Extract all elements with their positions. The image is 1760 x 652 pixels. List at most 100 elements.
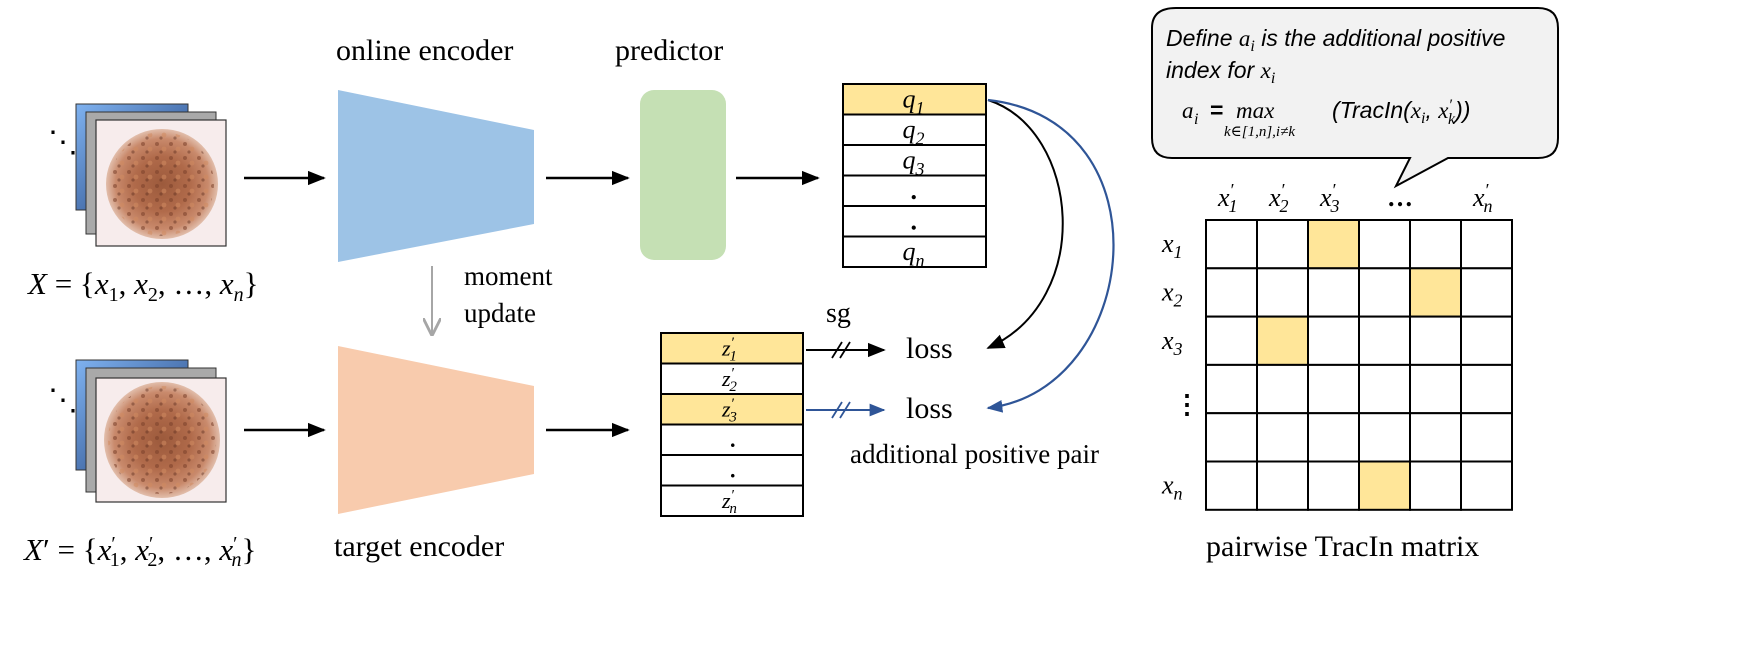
callout-formula-body: (TracIn(xi, x′k)) xyxy=(1332,97,1470,128)
stack-ellipsis-bottom: ⋱ xyxy=(48,384,78,417)
callout-formula: a i = max k∈[1,n],i≠k (TracIn(xi, x′k)) xyxy=(1182,97,1470,140)
matrix-cell xyxy=(1205,460,1258,511)
matrix-cell xyxy=(1256,315,1309,366)
z-vector-column: z′1z′2z′3.. z′n xyxy=(660,332,804,517)
matrix-cell xyxy=(1205,219,1258,270)
matrix-cell xyxy=(1307,412,1360,463)
matrix-row-header: xn xyxy=(1161,471,1183,504)
online-encoder-shape xyxy=(338,90,534,262)
matrix-row-header: x3 xyxy=(1161,326,1183,359)
matrix-column-header: … xyxy=(1387,183,1413,212)
matrix-column-header: x′n xyxy=(1472,180,1492,216)
moment-update-label-1: moment xyxy=(464,261,553,291)
matrix-cell xyxy=(1460,219,1513,270)
matrix-cell xyxy=(1256,412,1309,463)
matrix-cell xyxy=(1409,267,1462,318)
target-encoder-shape xyxy=(338,346,534,514)
matrix-cell xyxy=(1307,267,1360,318)
q-cell-label: q3 xyxy=(903,146,925,180)
online-encoder-label: online encoder xyxy=(336,34,513,67)
q-cell-label: q1 xyxy=(903,85,925,119)
curve-arrow-q1-to-loss2 xyxy=(986,98,1115,413)
q-row: . xyxy=(842,205,987,238)
q-cell-label: . xyxy=(911,207,918,236)
q-row: q3 xyxy=(842,144,987,180)
z-cell-label: z′3 xyxy=(721,396,737,426)
matrix-title: pairwise TracIn matrix xyxy=(1206,530,1479,563)
matrix-cell xyxy=(1205,267,1258,318)
svg-text:i: i xyxy=(1194,111,1198,128)
target-encoder-label: target encoder xyxy=(334,530,504,563)
matrix-cell xyxy=(1307,363,1360,415)
curve-arrow-q1-to-loss1 xyxy=(986,99,1064,349)
matrix-cell xyxy=(1256,460,1309,511)
additional-positive-pair-label: additional positive pair xyxy=(850,439,1099,469)
z-row: z′n xyxy=(660,484,804,517)
matrix-cell xyxy=(1409,219,1462,270)
q-row: qn xyxy=(842,235,987,271)
loss-label-2: loss xyxy=(906,392,953,425)
input-set-x-prime-label: X′ = {x′1, x′2, …, x′n} xyxy=(22,532,256,571)
matrix-cell xyxy=(1307,460,1360,511)
sg-label: sg xyxy=(826,298,851,329)
matrix-cell xyxy=(1460,315,1513,366)
callout-line-2: index for xi xyxy=(1166,57,1275,87)
matrix-row-header: x1 xyxy=(1161,229,1183,262)
predictor-shape xyxy=(640,90,726,260)
z-row: z′1 xyxy=(660,332,804,365)
callout-bubble xyxy=(1151,7,1559,189)
matrix-row-header: ⋮ xyxy=(1174,390,1200,419)
matrix-cell xyxy=(1460,267,1513,318)
matrix-cell xyxy=(1358,412,1411,463)
matrix-cell xyxy=(1409,315,1462,366)
matrix-cell xyxy=(1409,412,1462,463)
svg-text:k∈[1,n],i≠k: k∈[1,n],i≠k xyxy=(1224,124,1295,140)
matrix-cell xyxy=(1460,460,1513,511)
z-row: z′2 xyxy=(660,362,804,395)
z-cell-label: z′2 xyxy=(721,365,737,395)
matrix-cell xyxy=(1307,315,1360,366)
q-cell-label: qn xyxy=(903,237,925,271)
z-row: z′3 xyxy=(660,393,804,426)
q-row: . xyxy=(842,174,987,207)
q-row: q1 xyxy=(842,83,987,119)
matrix-column-header: x′3 xyxy=(1319,180,1339,216)
matrix-cell xyxy=(1307,219,1360,270)
matrix-cell xyxy=(1460,363,1513,415)
input-image-stack-target: ⋱ xyxy=(48,359,227,503)
matrix-cell xyxy=(1358,219,1411,270)
svg-text:=: = xyxy=(1210,97,1223,123)
z-row: . xyxy=(660,454,804,487)
z-cell-label: z′1 xyxy=(721,335,737,365)
z-row: . xyxy=(660,423,804,456)
stack-ellipsis-top: ⋱ xyxy=(48,126,78,159)
matrix-column-header: x′2 xyxy=(1268,180,1288,216)
matrix-cell xyxy=(1256,363,1309,415)
matrix-row-header: x2 xyxy=(1161,277,1183,310)
z-cell-label: . xyxy=(730,457,736,482)
q-cell-label: q2 xyxy=(903,115,925,149)
matrix-cell xyxy=(1256,219,1309,270)
matrix-cell xyxy=(1358,460,1411,511)
matrix-cell xyxy=(1409,460,1462,511)
input-set-x-label: X = {x1, x2, …, xn} xyxy=(26,266,259,306)
matrix-cell xyxy=(1409,363,1462,415)
svg-text:max: max xyxy=(1236,98,1275,123)
z-cell-label: . xyxy=(730,427,736,452)
matrix-cell xyxy=(1205,315,1258,366)
callout-line-1: Define ai is the additional positive xyxy=(1166,25,1505,55)
matrix-cell xyxy=(1358,363,1411,415)
matrix-cell xyxy=(1205,363,1258,415)
moment-update-label-2: update xyxy=(464,298,536,328)
matrix-cell xyxy=(1358,315,1411,366)
matrix-cell xyxy=(1256,267,1309,318)
predictor-label: predictor xyxy=(615,34,723,67)
matrix-cell xyxy=(1358,267,1411,318)
z-cell-label: z′n xyxy=(721,487,737,517)
input-image-stack-online: ⋱ xyxy=(48,103,227,247)
loss-label-1: loss xyxy=(906,332,953,365)
svg-text:a: a xyxy=(1182,98,1194,123)
